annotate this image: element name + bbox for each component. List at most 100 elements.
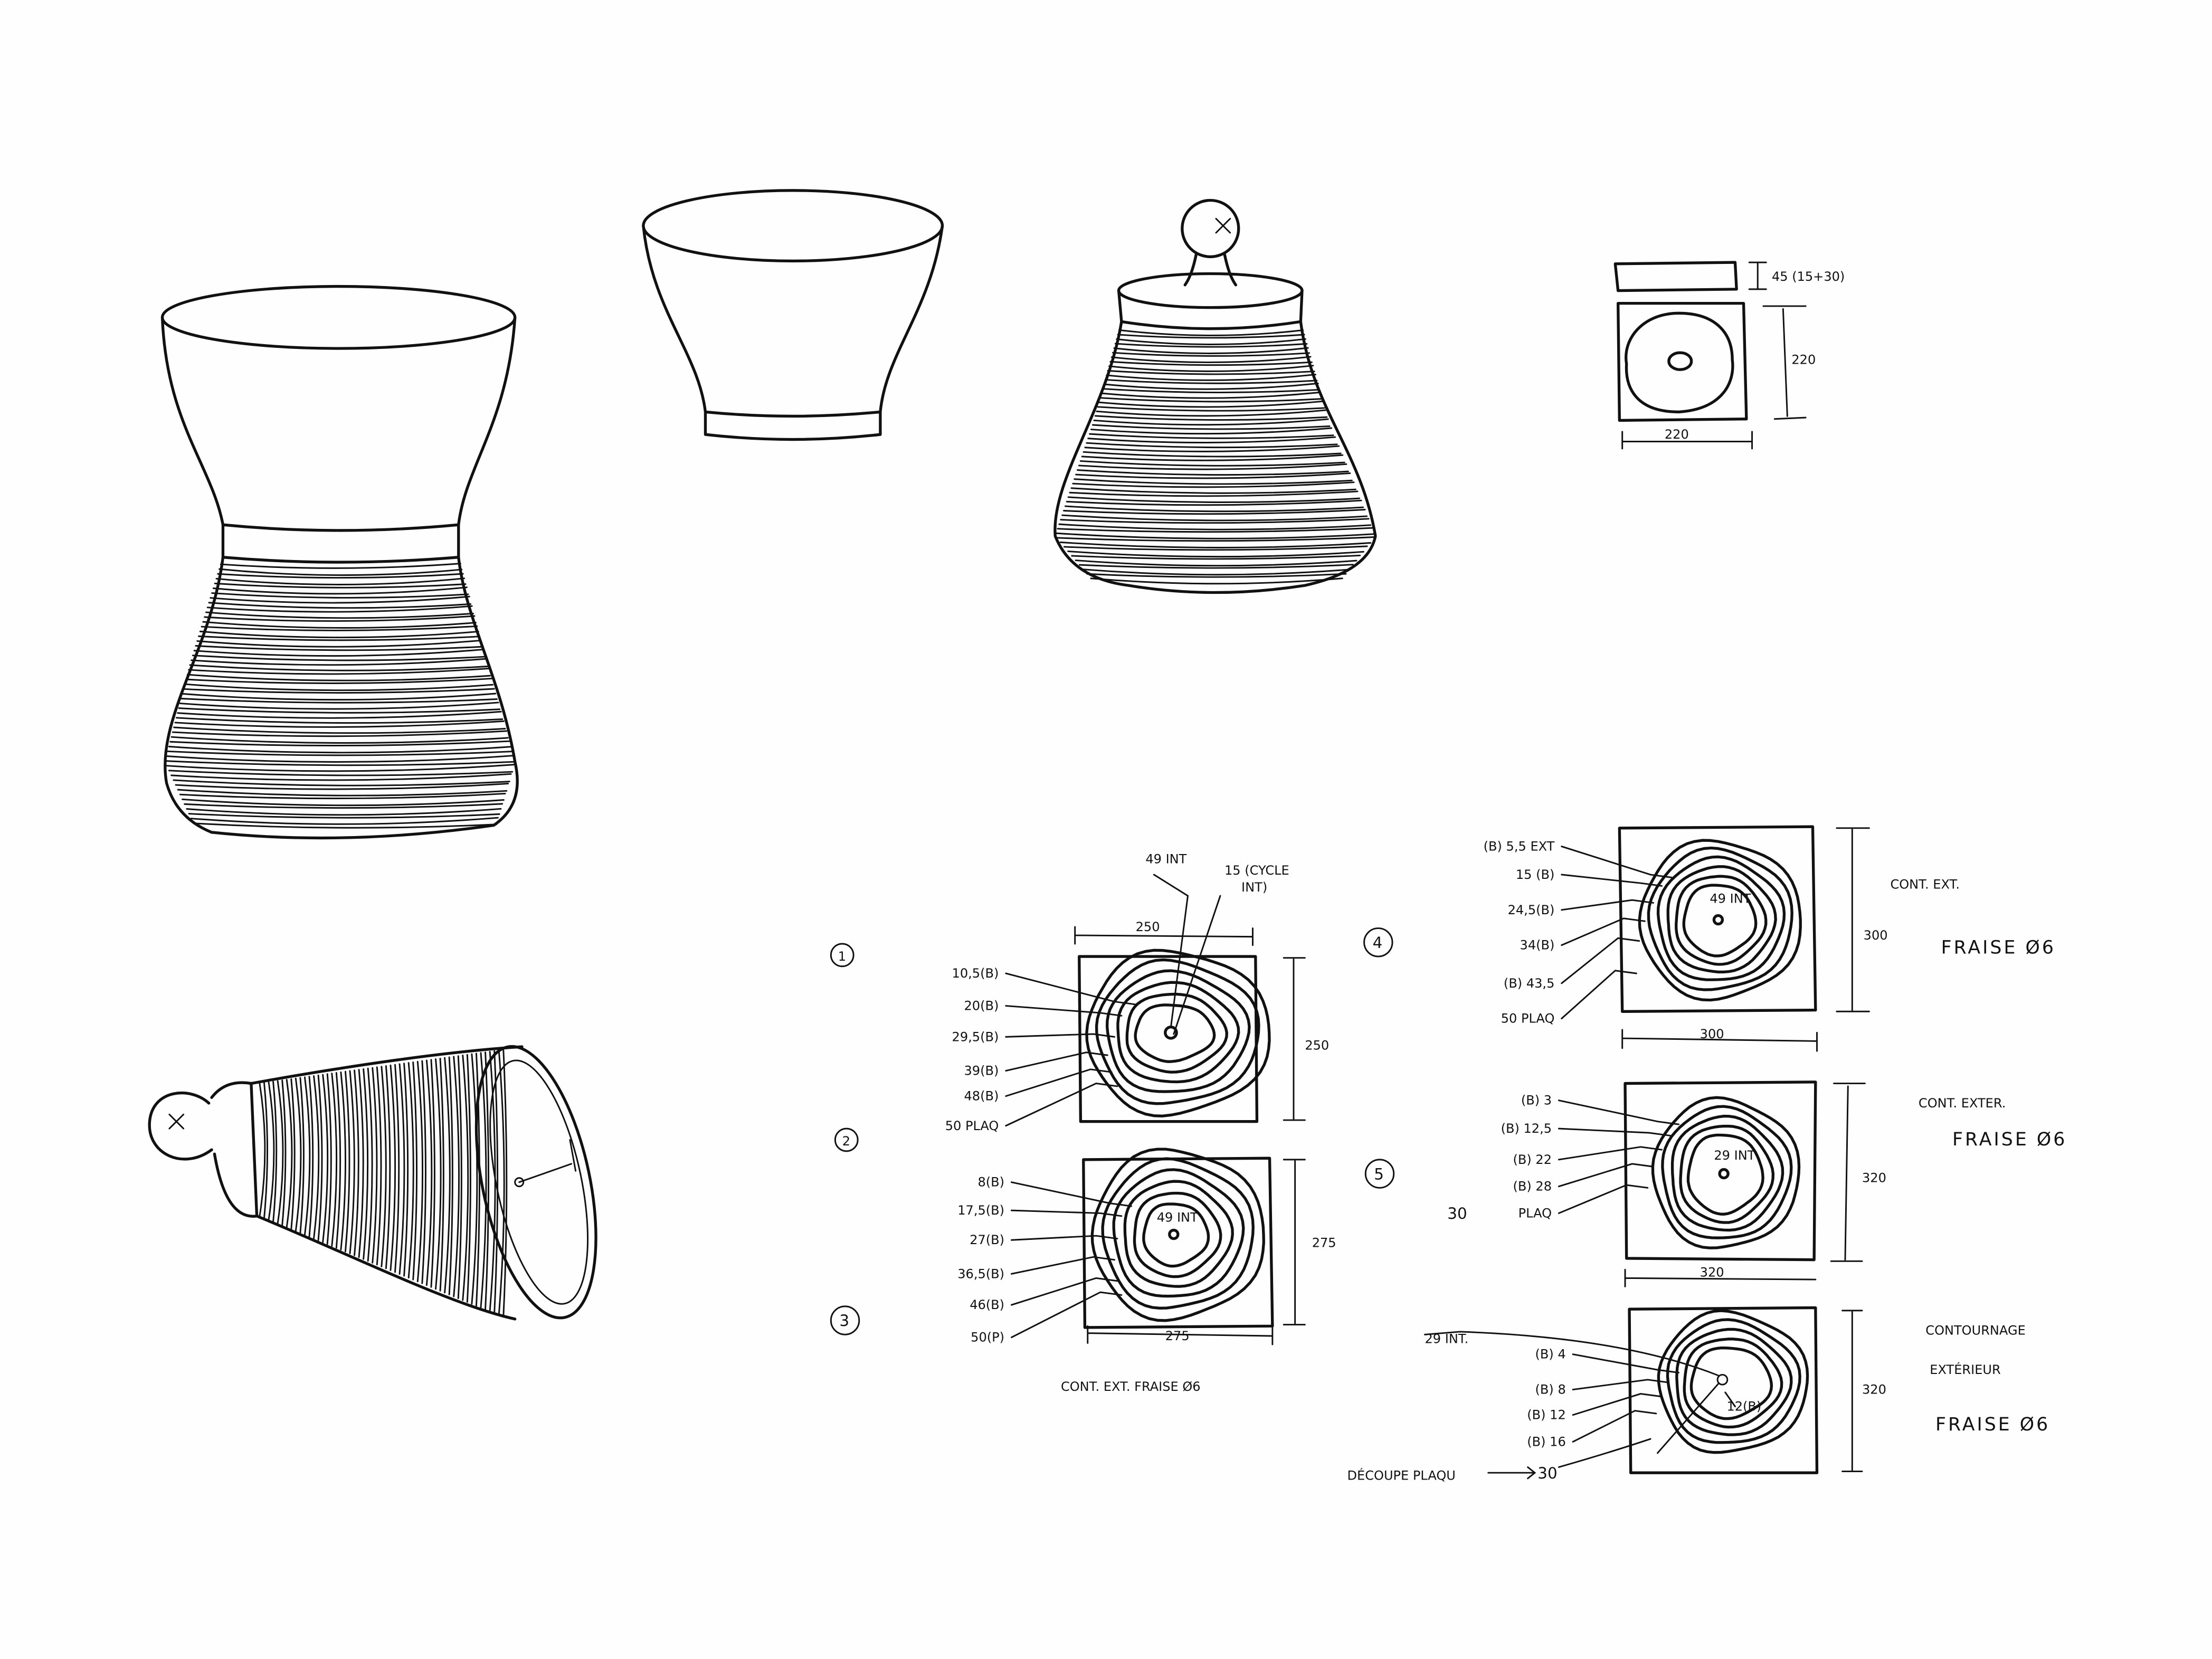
hatch-line [1056,536,1375,542]
hatch-line [453,1056,460,1297]
hatch-line [174,720,505,728]
leader-line [1005,1083,1118,1127]
depth-label: 50(P) [971,1330,1004,1345]
hatch-line [1079,460,1345,467]
hatch-line [1104,378,1318,384]
hatch-line [372,1067,378,1264]
hatch-line [349,1070,355,1255]
hatch-line [211,592,469,599]
depth-label: 20(B) [964,999,999,1013]
hatch-line [1064,505,1364,513]
hatch-line [498,1049,505,1316]
hatch-line [1110,356,1312,363]
lying-bell-sketch [148,1045,597,1321]
leader-line [1558,1099,1680,1125]
hatch-line [204,615,476,622]
hatch-line [1097,406,1325,412]
hatch-line [1093,418,1329,426]
hatch-line [201,625,478,631]
step-number: 5 [1374,1165,1384,1183]
contour-ring [1683,1338,1783,1429]
hatch-line [177,789,508,797]
hatch-line [407,1062,414,1279]
hatch-line [421,1060,426,1284]
hatch-line [493,1050,499,1314]
hatch-line [195,645,483,651]
hatch-line [263,1082,269,1219]
hatch-line [475,1053,480,1307]
hatch-line [193,648,485,657]
hatch-line [1089,433,1334,439]
depth-label: 15 (B) [1516,867,1555,882]
hatch-line [1060,518,1370,524]
hatch-line [398,1063,405,1275]
contour-ring [1666,865,1777,974]
leader-line [1010,1291,1123,1339]
height-label: 320 [1862,1171,1886,1186]
height-label: 275 [1312,1236,1336,1250]
contour-ring [1095,958,1260,1105]
cut-label: DÉCOUPE PLAQU [1347,1468,1456,1483]
machining-diagram-5: 29 INT 320 320 30 CONT. EXTER. FRAISE Ø6… [1447,1080,2065,1287]
hatch-line [1102,388,1321,394]
top-label: INT) [1241,880,1267,895]
hatch-line [183,688,495,694]
hatch-line [354,1069,359,1256]
top-label: 49 INT [1145,852,1186,867]
hatch-line [188,668,490,675]
contour-ring [1675,1328,1793,1436]
width-label: 320 [1700,1265,1724,1280]
hatch-line [303,1076,311,1236]
hatch-line [184,803,504,809]
top-label: 15 (CYCLE [1224,863,1289,878]
hatch-line [172,730,508,737]
hatch-line [1091,424,1331,430]
contour-ring [1670,1114,1784,1232]
hatch-line [335,1072,341,1249]
hatch-line [480,1052,487,1309]
contour-ring [1105,969,1251,1093]
hatch-line [1094,415,1328,421]
hatch-line [390,1064,396,1271]
hatch-line [1096,409,1327,417]
hatch-line [190,817,499,825]
hatch-line [1077,469,1349,476]
hatch-line [177,710,502,719]
hatch-line [214,582,467,589]
hatch-line [1113,347,1309,354]
hatch-line [1072,481,1355,488]
hatch-line [1059,541,1372,548]
hatch-line [168,745,511,754]
hatch-line [268,1081,275,1221]
hatch-line [331,1073,338,1247]
hatch-line [358,1069,364,1258]
hatch-line [1066,499,1362,506]
height-label: 320 [1862,1382,1886,1397]
hatch-line [290,1078,296,1230]
depth-label: (B) 4 [1535,1347,1566,1362]
hatch-line [1058,523,1372,530]
center-hole [1712,914,1724,926]
leader-line [1005,1005,1123,1017]
contour-ring [1689,1347,1773,1420]
hatch-line [1069,490,1359,497]
contour-ring [1125,992,1228,1074]
hatch-line [182,693,497,701]
hatch-line [202,621,477,629]
hatch-line [1109,361,1313,366]
depth-label: 46(B) [970,1297,1004,1312]
hatch-line [170,773,512,781]
depth-label: 10,5(B) [952,966,999,981]
depth-label: (B) 12,5 [1501,1121,1552,1136]
width-label: 250 [1136,919,1160,934]
diagram2-note: CONT. EXT. FRAISE Ø6 [1061,1379,1201,1394]
contour-ring [1657,1309,1809,1454]
hatch-line [179,701,499,710]
depth-label: (B) 28 [1513,1179,1552,1194]
hatch-line [1084,445,1340,452]
leader-line [1558,1163,1654,1188]
machining-diagram-6: 29 INT. 12(B) 320 DÉCOUPE PLAQU 30 CONTO… [1347,1306,2048,1483]
hatch-line [1063,509,1366,515]
hatch-line [173,726,506,734]
hatch-line [220,563,461,569]
